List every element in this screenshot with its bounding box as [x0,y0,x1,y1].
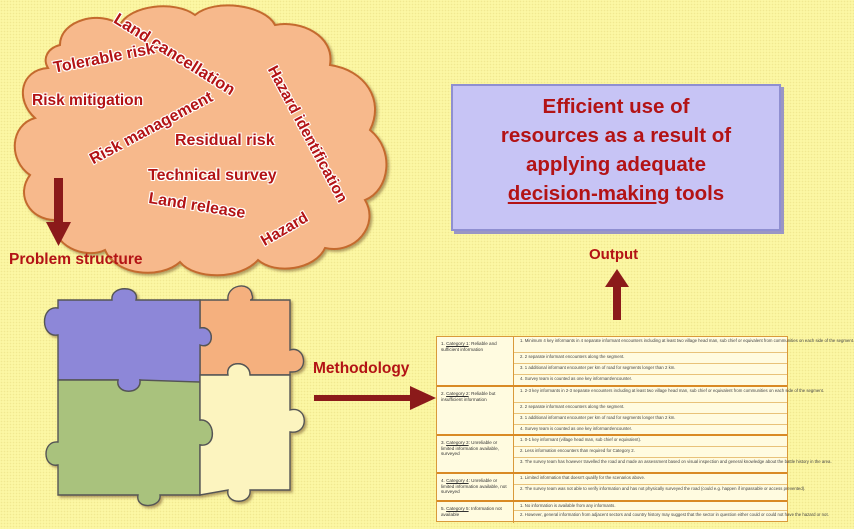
criterion: 4. Survey team is counted as one key inf… [520,426,633,431]
category-row: 5. Category 5: Information not available… [437,502,829,523]
result-line-4: decision-making tools [453,179,779,208]
slide: Land cancellation Tolerable risk Hazard … [9,4,854,523]
down-arrow-icon [46,178,71,246]
criterion: 1. 0-1 key informant (village head man, … [514,436,787,447]
category-table: 1. Category 1: Reliable and sufficient i… [436,336,854,523]
category-row: 3. Category 3: Unreliable or limited inf… [437,436,832,474]
category-label: 5. Category 5: Information not available [437,502,514,523]
result-line-3: applying adequate [526,153,706,176]
criterion: 1. No information is available from any … [514,502,787,511]
criterion: 3. 1 additional informant encounter per … [514,364,787,375]
problem-structure-label: Problem structure [9,251,143,268]
criterion: 2. 2 separate informant encounters along… [514,353,787,364]
category-row: 2. Category 2: Reliable but insufficient… [437,387,824,436]
puzzle-piece-blue [43,288,212,392]
puzzle-piece-green [45,379,214,507]
up-arrow-icon [605,269,629,320]
methodology-label: Methodology [313,360,410,377]
diagram-graphics [13,4,629,507]
criterion: 1. 2-3 key informants in 2-3 separate en… [514,387,824,403]
result-box: Efficient use of resources as a result o… [451,84,781,231]
result-line-2: resources as a result of [500,124,732,147]
result-line-1: Efficient use of [542,95,690,118]
puzzle-piece-orange [199,285,305,376]
category-label: 3. Category 3: Unreliable or limited inf… [437,436,514,472]
problem-cloud [13,4,388,277]
category-row: 1. Category 1: Reliable and sufficient i… [437,337,854,387]
criterion: 4. Survey team is counted as one key inf… [520,376,633,381]
category-label: 1. Category 1: Reliable and sufficient i… [437,337,514,385]
cloud-term-technical-survey: Technical survey [148,167,277,184]
criterion: 1. Limited information that doesn't qual… [514,474,787,485]
output-label: Output [589,246,639,263]
cloud-term-risk-mitigation: Risk mitigation [32,92,144,109]
category-label: 2. Category 2: Reliable but insufficient… [437,387,514,434]
category-label: 4. Category 4: Unreliable or limited inf… [437,474,514,500]
criterion: 2. However, general information from adj… [520,512,829,517]
criterion: 1. Minimum 4 key informants in 4 separat… [514,337,854,353]
puzzle-piece-cream [199,363,305,502]
criterion: 3. The survey team has however travelled… [520,459,832,464]
criterion: 3. 1 additional informant encounter per … [514,414,787,425]
result-line-4-underlined: decision-making [507,182,670,205]
puzzle [43,285,305,507]
criterion: 2. Less information encounters than requ… [514,447,787,458]
category-row: 4. Category 4: Unreliable or limited inf… [437,474,806,502]
result-line-4-rest: tools [669,182,725,205]
cloud-term-residual-risk: Residual risk [175,132,275,149]
right-arrow-icon [314,386,436,410]
criterion: 2. The survey team was not able to verif… [520,486,806,491]
criterion: 2. 2 separate informant encounters along… [514,403,787,414]
